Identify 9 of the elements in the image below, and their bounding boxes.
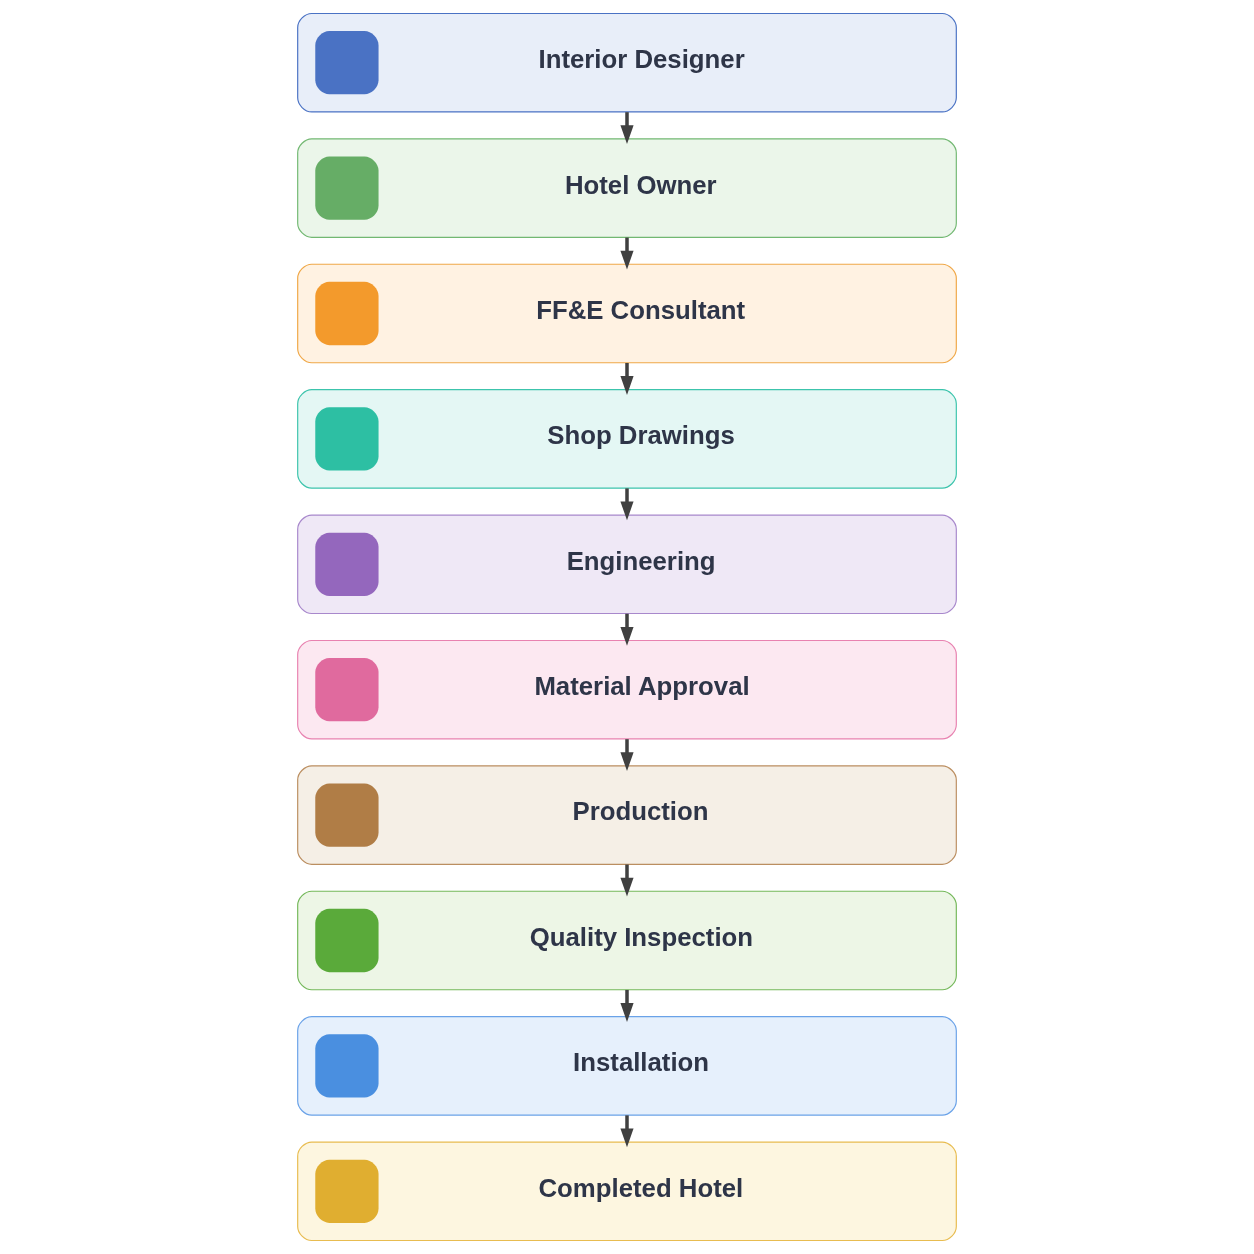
- arrow: [620, 1115, 634, 1148]
- arrow: [620, 989, 634, 1022]
- arrow: [620, 739, 634, 772]
- arrow: [620, 613, 634, 646]
- arrow: [620, 112, 634, 145]
- arrow: [620, 864, 634, 897]
- arrow: [620, 488, 634, 521]
- arrow: [620, 362, 634, 395]
- arrow: [620, 237, 634, 270]
